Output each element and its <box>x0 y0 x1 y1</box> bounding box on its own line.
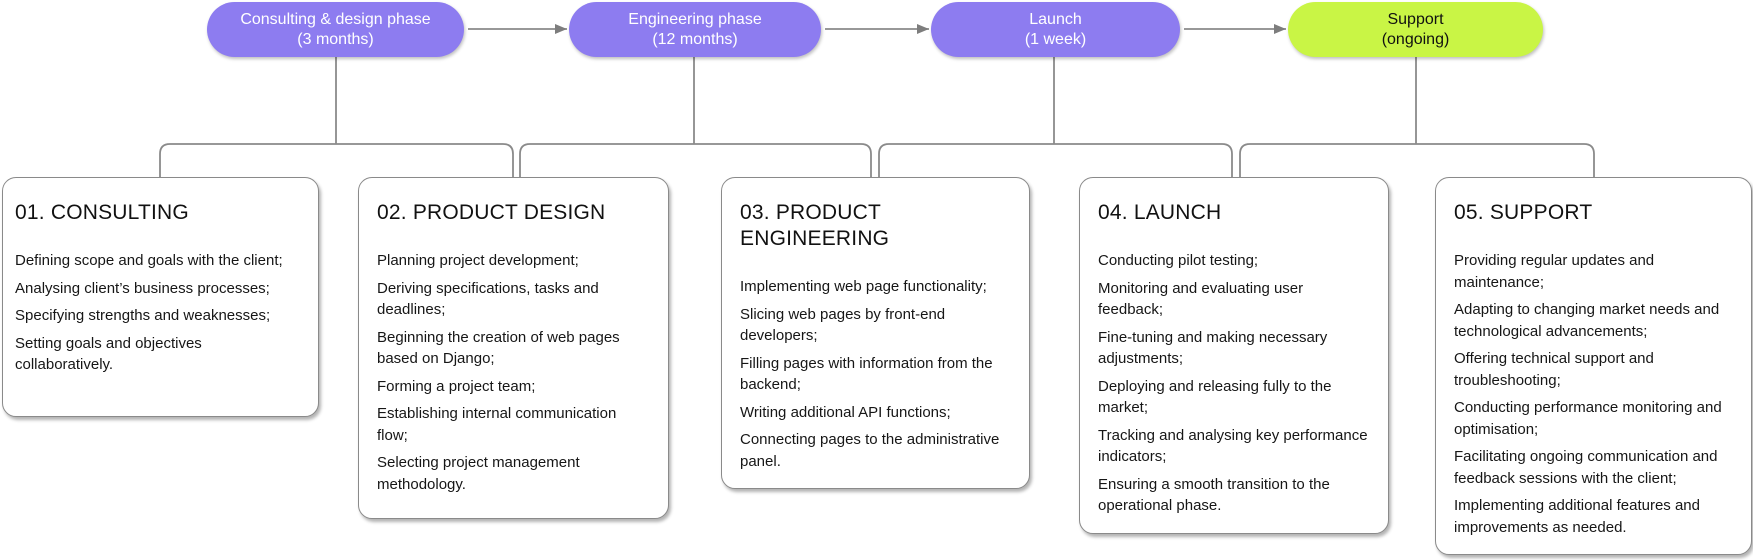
card-item: Monitoring and evaluating user feedback; <box>1098 279 1304 319</box>
phase-pill-consulting-design: Consulting & design phase (3 months) <box>207 2 464 57</box>
card-title: 02. PRODUCT DESIGN <box>377 201 606 224</box>
phase-duration: (12 months) <box>652 30 738 48</box>
card-item: Implementing additional features and imp… <box>1454 497 1700 536</box>
phase-title: Launch <box>1029 10 1082 28</box>
card-item: Writing additional API functions; <box>740 403 951 421</box>
phase-title: Consulting & design phase <box>240 10 431 28</box>
bracket-phase-3 <box>878 143 1233 178</box>
bracket-phase-2 <box>519 143 872 178</box>
phase-pill-launch: Launch (1 week) <box>931 2 1180 57</box>
phase-duration: (ongoing) <box>1381 30 1450 48</box>
card-item: Implementing web page functionality; <box>740 278 987 295</box>
card-item: Adapting to changing market needs and te… <box>1454 301 1720 340</box>
card-item: Fine-tuning and making necessary adjustm… <box>1098 328 1328 368</box>
card-support: 05. SUPPORT Providing regular updates an… <box>1435 177 1752 555</box>
card-item: Slicing web pages by front-end developer… <box>740 305 946 345</box>
card-item: Defining scope and goals with the client… <box>15 252 283 269</box>
card-title: 03. PRODUCT ENGINEERING <box>740 201 890 250</box>
card-item: Offering technical support and troublesh… <box>1454 350 1654 389</box>
card-item: Beginning the creation of web pages base… <box>377 328 620 368</box>
card-item: Deploying and releasing fully to the mar… <box>1098 377 1332 417</box>
card-product-design: 02. PRODUCT DESIGN Planning project deve… <box>358 177 669 519</box>
card-consulting: 01. CONSULTING Defining scope and goals … <box>2 177 319 417</box>
card-item: Forming a project team; <box>377 377 536 395</box>
card-item: Establishing internal communication flow… <box>377 405 617 444</box>
card-product-engineering: 03. PRODUCT ENGINEERING Implementing web… <box>721 177 1030 489</box>
phase-duration: (1 week) <box>1024 30 1087 48</box>
card-item: Ensuring a smooth transition to the oper… <box>1098 475 1330 515</box>
card-title: 01. CONSULTING <box>15 201 189 224</box>
card-item: Connecting pages to the administrative p… <box>740 431 1000 470</box>
card-item: Conducting performance monitoring and op… <box>1454 399 1722 438</box>
card-item: Facilitating ongoing communication and f… <box>1454 448 1718 487</box>
phase-pill-support: Support (ongoing) <box>1288 2 1543 57</box>
card-item: Planning project development; <box>377 252 579 269</box>
phase-duration: (3 months) <box>297 30 374 48</box>
card-item: Providing regular updates and maintenanc… <box>1454 252 1655 291</box>
card-item: Tracking and analysing key performance i… <box>1098 426 1368 466</box>
card-title: 04. LAUNCH <box>1098 201 1222 224</box>
card-item: Analysing client’s business processes; <box>15 279 270 297</box>
card-item: Conducting pilot testing; <box>1098 252 1259 269</box>
card-title: 05. SUPPORT <box>1454 201 1593 224</box>
phase-title: Engineering phase <box>628 10 762 28</box>
card-item: Setting goals and objectives collaborati… <box>15 334 202 374</box>
bracket-phase-1 <box>159 143 514 178</box>
card-item: Deriving specifications, tasks and deadl… <box>377 279 599 319</box>
card-item: Selecting project management methodology… <box>377 454 580 493</box>
card-launch: 04. LAUNCH Conducting pilot testing; Mon… <box>1079 177 1389 534</box>
card-item: Filling pages with information from the … <box>740 354 993 394</box>
phase-title: Support <box>1387 10 1444 28</box>
card-item: Specifying strengths and weaknesses; <box>15 307 271 324</box>
phase-pill-engineering: Engineering phase (12 months) <box>569 2 821 57</box>
bracket-phase-4 <box>1239 143 1595 178</box>
